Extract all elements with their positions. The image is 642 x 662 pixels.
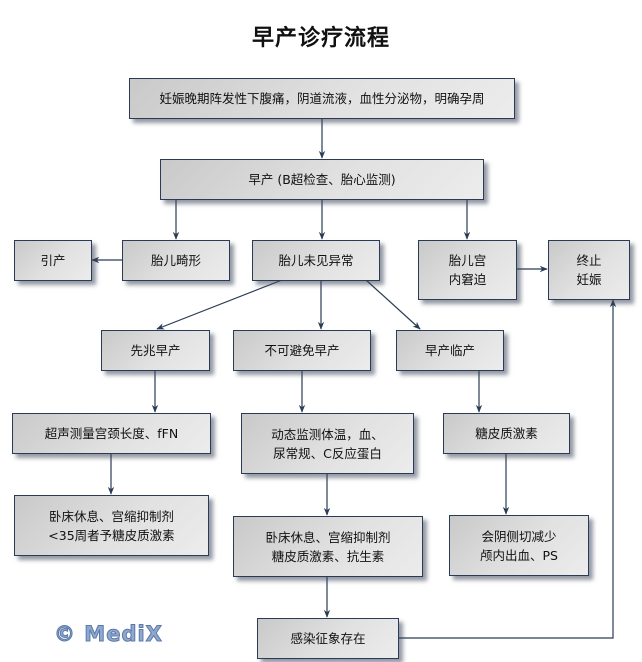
node-label: 不可避免早产	[264, 343, 340, 358]
node-terminate-pregnancy[interactable]: 终止 妊娠	[548, 240, 630, 300]
node-label: 早产临产	[424, 343, 475, 358]
node-inevitable-preterm[interactable]: 不可避免早产	[233, 330, 371, 371]
node-label: 糖皮质激素	[475, 426, 538, 441]
node-symptoms[interactable]: 妊娠晚期阵发性下腹痛，阴道流液，血性分泌物，明确孕周	[129, 78, 515, 119]
node-label: 胎儿宫 内窘迫	[448, 253, 487, 287]
diagram-title: 早产诊疗流程	[251, 25, 390, 51]
node-label: 引产	[40, 253, 66, 268]
node-label: 超声测量宫颈长度、fFN	[44, 426, 179, 441]
node-label: 胎儿畸形	[150, 253, 201, 268]
node-infection-signs[interactable]: 感染征象存在	[257, 618, 399, 659]
node-bedrest-threatened[interactable]: 卧床休息、宫缩抑制剂 <35周者予糖皮质激素	[14, 495, 209, 556]
node-preterm-labor[interactable]: 早产临产	[396, 330, 504, 371]
node-dynamic-monitoring[interactable]: 动态监测体温，血、 尿常规、C反应蛋白	[241, 413, 414, 474]
node-fetal-distress[interactable]: 胎儿宫 内窘迫	[418, 240, 517, 300]
node-label: 先兆早产	[130, 343, 181, 358]
node-label: 动态监测体温，血、 尿常规、C反应蛋白	[271, 426, 384, 461]
medix-watermark-logo: © MediX	[54, 622, 163, 647]
node-induction[interactable]: 引产	[14, 240, 92, 281]
node-fetus-normal[interactable]: 胎儿未见异常	[252, 240, 380, 281]
node-label: 卧床休息、宫缩抑制剂 糖皮质激素、抗生素	[265, 529, 391, 564]
node-corticosteroids[interactable]: 糖皮质激素	[443, 413, 570, 454]
node-episiotomy[interactable]: 会阴侧切减少 颅内出血、PS	[449, 515, 589, 576]
node-label: 妊娠晚期阵发性下腹痛，阴道流液，血性分泌物，明确孕周	[159, 91, 485, 106]
edge-normal-to-labor	[365, 279, 421, 330]
edge-normal-to-threatened	[156, 279, 283, 330]
node-label: 会阴侧切减少 颅内出血、PS	[480, 528, 558, 563]
node-label: 卧床休息、宫缩抑制剂 <35周者予糖皮质激素	[48, 508, 175, 543]
node-preterm-exam[interactable]: 早产 (B超检查、胎心监测)	[160, 159, 484, 200]
node-label: 终止 妊娠	[576, 253, 602, 287]
node-fetal-malformation[interactable]: 胎儿畸形	[122, 240, 230, 281]
node-threatened-preterm[interactable]: 先兆早产	[101, 330, 210, 371]
edge-infection-to-terminate	[398, 299, 617, 639]
node-ultrasound-cervix[interactable]: 超声测量宫颈长度、fFN	[12, 413, 211, 454]
node-label: 胎儿未见异常	[278, 253, 354, 268]
node-label: 早产 (B超检查、胎心监测)	[248, 172, 396, 187]
node-bedrest-inevitable[interactable]: 卧床休息、宫缩抑制剂 糖皮质激素、抗生素	[233, 516, 423, 577]
node-label: 感染征象存在	[290, 631, 366, 646]
